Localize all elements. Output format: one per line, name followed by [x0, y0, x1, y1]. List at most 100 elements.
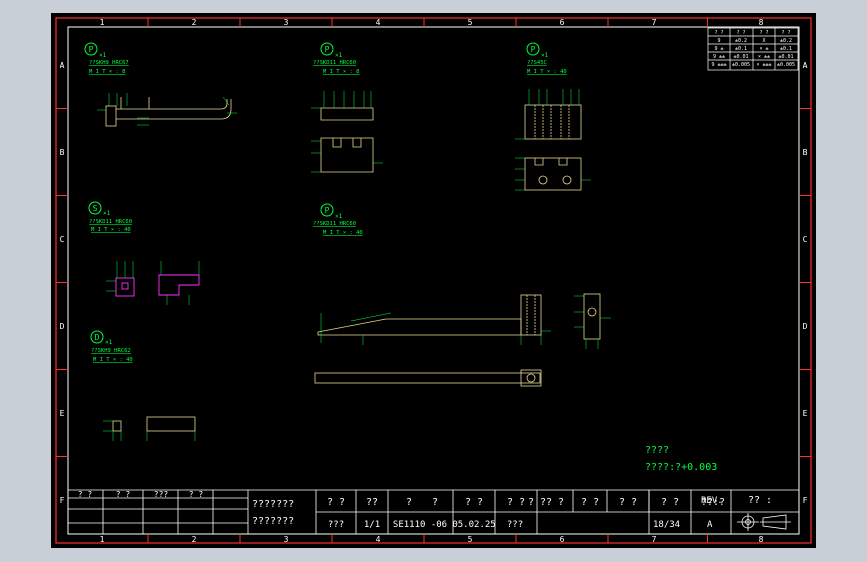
zone-row-label: E	[60, 409, 65, 418]
title-header-cell: ? ?	[528, 497, 546, 508]
tolerance-cell: 9 ±±±	[711, 62, 726, 68]
rev-label: REV.	[701, 496, 723, 506]
view-4-geometry	[115, 274, 200, 297]
view-3-note: M I T × : 40	[527, 69, 567, 75]
frame-zone-ticks	[56, 18, 811, 543]
view-4-qty: ×1	[103, 210, 111, 217]
view-2-dimensions	[311, 91, 383, 173]
zone-column-label: 1	[100, 18, 105, 27]
view-4-material: ??SKD11 HRC60	[89, 219, 132, 225]
revision-header-cell: ???	[154, 490, 169, 499]
tolerance-cell: × ±±±	[756, 62, 771, 68]
view-4-marker-letter: S	[93, 204, 98, 213]
view-1-qty: ×1	[99, 52, 107, 59]
view-1-material: ??SKH9 HRC67	[89, 60, 129, 66]
zone-row-label: E	[803, 409, 808, 418]
zone-row-label: F	[803, 496, 808, 505]
title-header-cell: ? ?	[619, 497, 637, 508]
tolerance-cell: 9 ±	[714, 46, 723, 52]
revision-header-cell: ? ?	[189, 490, 204, 499]
view-2-geometry	[320, 107, 374, 173]
view-6-material: ??SKH9 HRC62	[91, 348, 131, 354]
zone-column-label: 2	[192, 535, 197, 544]
title-header-cell: ? ?	[661, 497, 679, 508]
zone-column-label: 5	[468, 18, 473, 27]
title-header-cell: ??	[366, 497, 378, 508]
view-6-qty: ×1	[105, 339, 113, 346]
zone-column-label: 3	[284, 18, 289, 27]
title-header-cell: ? ?	[546, 497, 564, 508]
projection-symbol-icon	[737, 513, 791, 531]
title-block	[68, 489, 799, 534]
revision-header-cell: ? ?	[78, 490, 93, 499]
zone-column-label: 1	[100, 535, 105, 544]
view-2[interactable]: P ×1 ??SKD11 HRC60 M I T × : 8	[311, 42, 383, 173]
revision-header-cell: ? ?	[116, 490, 131, 499]
note-line-2: ????:?+0.003	[645, 462, 717, 473]
view-3-dimensions	[515, 89, 591, 191]
zone-column-label: 7	[652, 18, 657, 27]
view-5[interactable]: P ×1 ??SKD11 HRC60 M I T × : 40	[313, 203, 611, 387]
view-6-geometry	[112, 416, 196, 432]
view-4-dimensions	[106, 261, 200, 305]
zone-row-label: B	[803, 148, 808, 157]
view-2-material: ??SKD11 HRC60	[313, 60, 356, 66]
view-3-marker-letter: P	[531, 45, 536, 54]
view-2-marker-letter: P	[325, 45, 330, 54]
view-1[interactable]: P ×1 ??SKH9 HRC67 M I T × : 8	[84, 42, 237, 127]
title-value-cell: 05.02.25	[452, 520, 495, 530]
zone-row-label: F	[60, 496, 65, 505]
title-value-cell: SE1110 -06	[393, 520, 447, 530]
view-3-material: ??S45C	[527, 60, 547, 66]
view-1-dimensions	[97, 93, 237, 126]
view-5-marker-letter: P	[325, 206, 330, 215]
view-6[interactable]: D ×1 ??SKH9 HRC62 M I T × : 40	[90, 330, 196, 441]
view-6-marker-letter: D	[95, 333, 100, 342]
zone-column-label: 3	[284, 535, 289, 544]
zone-row-label: B	[60, 148, 65, 157]
tolerance-header-cell: ? ?	[781, 30, 790, 36]
outer-frame	[55, 17, 812, 544]
view-2-note: M I T × : 8	[323, 69, 359, 75]
zone-column-label: 2	[192, 18, 197, 27]
inner-border	[67, 26, 800, 535]
view-4-marker	[88, 201, 102, 215]
zone-column-label: 7	[652, 535, 657, 544]
zone-row-label: A	[803, 61, 808, 70]
tolerance-cell: ±0.1	[780, 46, 792, 52]
title-header-cell: ? ?	[327, 497, 345, 508]
view-5-material: ??SKD11 HRC60	[313, 221, 356, 227]
view-1-note: M I T × : 8	[89, 69, 125, 75]
view-1-marker-letter: P	[89, 45, 94, 54]
zone-row-label: C	[803, 235, 808, 244]
note-line-1: ????	[645, 445, 669, 456]
zone-column-label: 6	[560, 18, 565, 27]
tolerance-cell: ±0.1	[735, 46, 747, 52]
title-value-cell: 1/1	[364, 520, 380, 530]
projection-label: ?? :	[748, 495, 772, 506]
view-1-geometry	[105, 97, 232, 127]
tolerance-cell: ±0.2	[780, 38, 792, 44]
company-name-line-2: ???????	[252, 516, 294, 527]
tolerance-cell: 9	[717, 38, 720, 44]
tolerance-header-cell: ? ?	[736, 30, 745, 36]
view-6-dimensions	[103, 420, 196, 441]
view-3[interactable]: P ×1 ??S45C M I T × : 40	[515, 42, 591, 191]
zone-column-label: 8	[759, 535, 764, 544]
view-4-note: M I T × : 40	[91, 227, 131, 233]
view-3-geometry	[524, 104, 582, 191]
view-2-marker	[320, 42, 334, 56]
zone-row-label: D	[803, 322, 808, 331]
view-4[interactable]: S ×1 ??SKD11 HRC60 M I T × : 40	[88, 201, 200, 305]
tolerance-cell: ±0.01	[778, 54, 793, 60]
view-5-qty: ×1	[335, 213, 343, 220]
zone-column-label: 4	[376, 18, 381, 27]
zone-column-label: 8	[759, 18, 764, 27]
view-3-qty: ×1	[541, 52, 549, 59]
title-block-text: ? ?? ????? ?? ?????? ?? ?? ?? ?? ?? ?? ?…	[78, 490, 725, 530]
view-6-marker	[90, 330, 104, 344]
zone-row-label: D	[60, 322, 65, 331]
